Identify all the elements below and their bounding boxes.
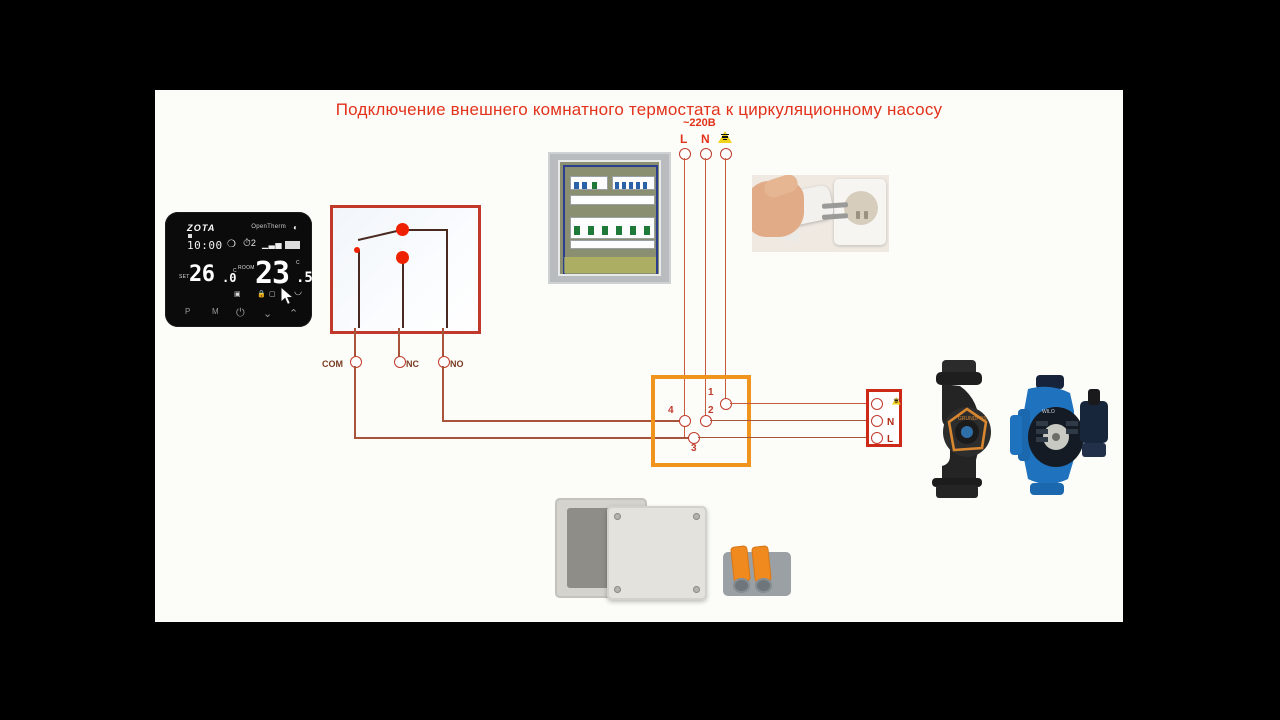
set-temp-decimal: .0 — [222, 271, 237, 285]
set-temp-unit: C — [233, 268, 237, 274]
blue-circulation-pump-photo: WILO — [1010, 375, 1115, 500]
no-down-wire — [442, 366, 444, 421]
com-down-wire — [354, 366, 356, 438]
manual-mode-icon: ◡ — [294, 286, 302, 296]
terminal-3-label: 3 — [691, 443, 697, 454]
thermostat-clock-value: 10:00 — [187, 239, 223, 252]
ground-warning-triangle-icon — [718, 131, 732, 143]
svg-text:GRUNDFOS: GRUNDFOS — [958, 416, 987, 422]
mains-l-wire — [683, 158, 686, 437]
nc-internal-wire — [402, 256, 404, 328]
fan-icon: ❍ — [227, 239, 236, 250]
nc-contact-node — [396, 251, 409, 264]
mains-n-wire — [704, 158, 707, 420]
window-icon: ▢ — [269, 291, 276, 298]
nc-leg-wire — [398, 328, 400, 357]
calendar-icon: ▣ — [234, 291, 241, 298]
no-to-terminal4-wire — [442, 420, 685, 422]
clock-program-value: 2 — [250, 238, 256, 248]
opentherm-label: OpenTherm — [251, 224, 286, 230]
grey-junction-box-photo — [555, 488, 791, 610]
pump-terminal-pe-circle[interactable] — [871, 398, 883, 410]
set-temp-label: SET — [179, 274, 190, 280]
no-top-wire — [402, 229, 447, 231]
mains-pe-wire — [724, 158, 727, 403]
calendar-marker-icon — [188, 234, 192, 238]
room-temp-decimal: .5 — [296, 270, 313, 286]
lid-screw-tr — [693, 513, 700, 520]
terminal-no-label: NO — [450, 359, 464, 369]
page-title: Подключение внешнего комнатного термоста… — [335, 100, 943, 119]
lock-icon: 🔒 — [257, 291, 266, 298]
pump-ground-warning-triangle-icon — [892, 397, 901, 405]
room-temp-value: 23 — [255, 256, 290, 291]
terminal-2-label: 2 — [708, 405, 714, 416]
l-to-pump-wire — [698, 436, 871, 439]
mains-label-l: L — [680, 132, 688, 146]
lid-screw-tl — [614, 513, 621, 520]
pump-terminal-l-label: L — [887, 434, 894, 445]
pump-terminal-n-circle[interactable] — [871, 415, 883, 427]
set-temp-value: 26 — [189, 262, 215, 287]
no-internal-wire — [446, 229, 448, 328]
thermostat-button-p[interactable]: P — [185, 307, 191, 316]
black-circulation-pump-photo: GRUNDFOS — [920, 360, 1000, 500]
lid-screw-bl — [614, 586, 621, 593]
thermostat-down-button[interactable]: ⌄ — [263, 308, 273, 320]
com-to-terminal3-wire — [354, 437, 694, 439]
terminal-4-label: 4 — [668, 405, 674, 416]
wifi-icon: ◐ — [293, 223, 298, 232]
terminal-nc-label: NC — [406, 359, 419, 369]
hand-with-power-plug-and-socket-photo — [752, 175, 889, 252]
signal-bars-icon: ▁▃▅ — [262, 240, 282, 249]
terminal-com-label: COM — [322, 359, 343, 369]
diagram-canvas: Подключение внешнего комнатного термоста… — [155, 90, 1123, 622]
wago-lever-connector-photo — [723, 544, 791, 596]
lid-screw-br — [693, 586, 700, 593]
pe-to-pump-wire — [730, 402, 871, 405]
battery-icon — [285, 241, 300, 249]
relay-contact-schematic — [330, 205, 481, 334]
terminal-no-circle[interactable] — [438, 356, 450, 368]
zota-thermostat[interactable]: ZOTA OpenTherm ◐ 10:00 ❍ ⏱2 ▁▃▅ SET 26 .… — [165, 212, 313, 327]
terminal-1-label: 1 — [708, 387, 714, 398]
room-temp-label: ROOM — [238, 265, 255, 271]
room-temp-unit: C — [296, 260, 300, 266]
junction-box-lid — [607, 506, 707, 600]
wago-hole-2 — [755, 578, 772, 593]
clock-icon: ⏱2 — [243, 238, 256, 249]
com-internal-wire — [358, 250, 360, 328]
thermostat-brand-label: ZOTA — [187, 223, 216, 233]
terminal-nc-circle[interactable] — [394, 356, 406, 368]
mains-voltage-label: ~220В — [683, 117, 716, 129]
socket-hole — [844, 191, 878, 225]
terminal-com-circle[interactable] — [350, 356, 362, 368]
panel-interior — [558, 160, 661, 276]
pump-terminal-l-circle[interactable] — [871, 432, 883, 444]
mains-label-n: N — [701, 132, 710, 146]
no-leg-wire — [442, 328, 444, 357]
com-pivot-node — [354, 247, 360, 253]
com-leg-wire — [354, 328, 356, 357]
pump-terminal-n-label: N — [887, 417, 895, 428]
svg-text:WILO: WILO — [1042, 409, 1055, 415]
wago-hole-1 — [733, 578, 750, 593]
thermostat-button-m[interactable]: M — [212, 307, 219, 316]
no-contact-node — [396, 223, 409, 236]
terminal-4-circle[interactable] — [679, 415, 691, 427]
thermostat-up-button[interactable]: ⌃ — [289, 308, 299, 320]
electrical-distribution-panel-photo — [548, 152, 671, 284]
thermostat-power-button[interactable]: ⏻ — [236, 307, 245, 319]
n-to-pump-wire — [710, 419, 871, 422]
